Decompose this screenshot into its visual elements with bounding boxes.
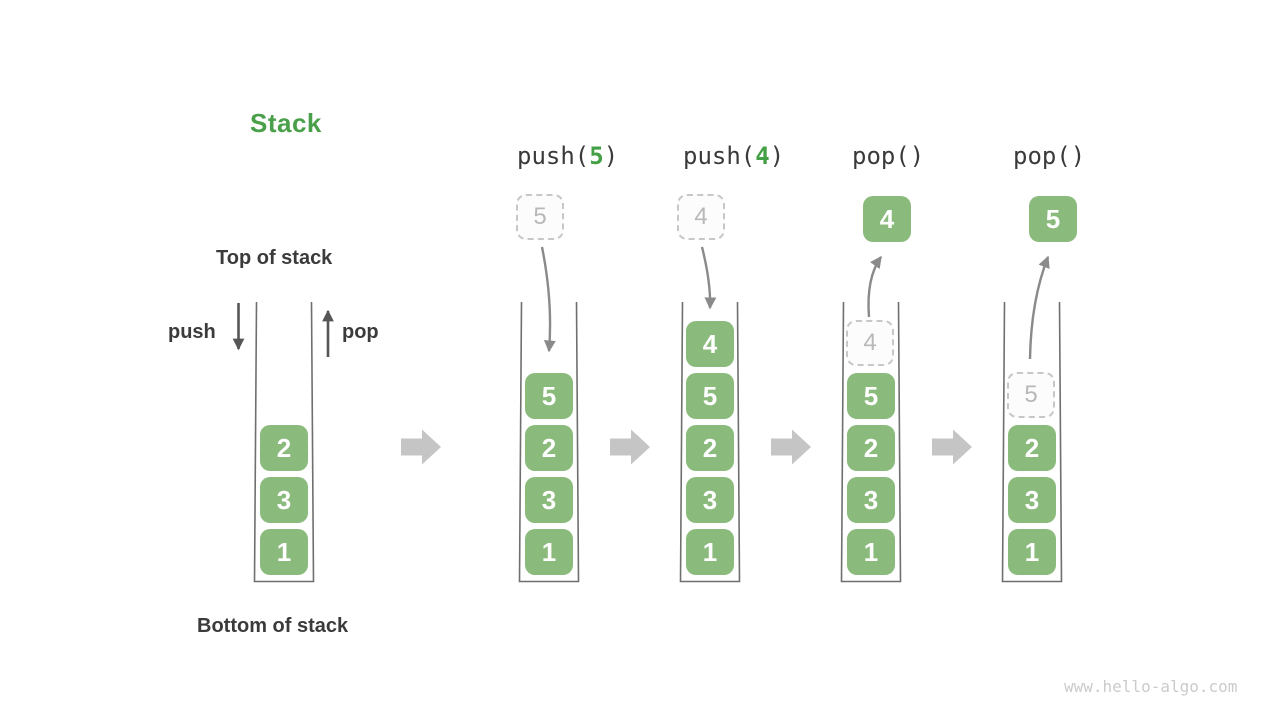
op-suffix: ): [769, 142, 785, 170]
push-flow-arrow: [700, 246, 717, 310]
removed-value-ghost: 5: [1007, 372, 1055, 418]
stack-item: 2: [847, 425, 895, 471]
stack-item: 5: [525, 373, 573, 419]
stack-item: 3: [525, 477, 573, 523]
push-label: push: [168, 321, 216, 343]
stack-item: 2: [686, 425, 734, 471]
bottom-of-stack-label: Bottom of stack: [197, 615, 349, 637]
stack-item: 3: [847, 477, 895, 523]
op-prefix: push(: [517, 142, 590, 170]
op-prefix: pop(): [852, 142, 925, 170]
push-flow-arrow: [540, 246, 556, 353]
removed-value-ghost: 4: [846, 320, 894, 366]
op-arg: 4: [755, 142, 770, 170]
op-arg: 5: [589, 142, 604, 170]
stack-item: 3: [260, 477, 308, 523]
operation-label-push4: push(4): [683, 142, 784, 170]
pop-label: pop: [342, 321, 379, 343]
step-transition-arrow-icon: [610, 429, 650, 465]
pushed-value-box: 5: [516, 194, 564, 240]
pop-flow-arrow: [867, 255, 882, 318]
pop-flow-arrow: [1028, 255, 1050, 360]
stack-item: 1: [686, 529, 734, 575]
step-transition-arrow-icon: [771, 429, 811, 465]
watermark: www.hello-algo.com: [1064, 677, 1238, 696]
operation-label-pop1: pop(): [852, 142, 924, 170]
pushed-value-box: 4: [677, 194, 725, 240]
stack-item: 2: [1008, 425, 1056, 471]
op-prefix: push(: [683, 142, 756, 170]
stack-item: 3: [1008, 477, 1056, 523]
stack-item: 1: [525, 529, 573, 575]
op-prefix: pop(): [1013, 142, 1086, 170]
operation-label-pop2: pop(): [1013, 142, 1085, 170]
step-transition-arrow-icon: [401, 429, 441, 465]
stack-item: 2: [525, 425, 573, 471]
stack-item: 5: [686, 373, 734, 419]
top-of-stack-label: Top of stack: [216, 247, 333, 269]
stack-item: 5: [847, 373, 895, 419]
stack-item: 1: [1008, 529, 1056, 575]
stack-item: 3: [686, 477, 734, 523]
step-transition-arrow-icon: [932, 429, 972, 465]
stack-item: 4: [686, 321, 734, 367]
stack-item: 1: [260, 529, 308, 575]
operation-label-push5: push(5): [517, 142, 618, 170]
op-suffix: ): [603, 142, 619, 170]
popped-value-box: 5: [1029, 196, 1077, 242]
stack-item: 2: [260, 425, 308, 471]
diagram-title: Stack: [250, 108, 322, 138]
stack-item: 1: [847, 529, 895, 575]
popped-value-box: 4: [863, 196, 911, 242]
